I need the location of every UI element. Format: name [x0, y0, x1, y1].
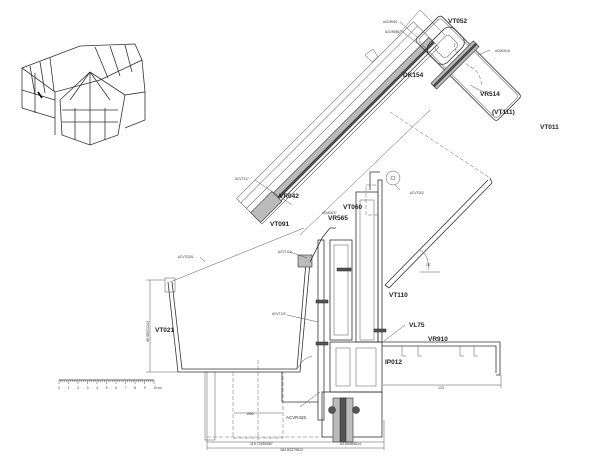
- sill-dimension: 123: [438, 386, 444, 390]
- label-acvt025l: ACVT025L: [178, 255, 194, 259]
- scale-tick-label: 3: [87, 386, 89, 390]
- label-vt011: VT011: [540, 124, 559, 131]
- scale-tick-label: 0: [58, 386, 60, 390]
- label-acmd016: ACMD016: [495, 49, 510, 53]
- scale-tick-label: 2: [77, 386, 79, 390]
- gutter-height-dimension: 95.95072243: [146, 321, 150, 342]
- dimension-c: 64.80069514: [340, 442, 361, 446]
- label-dk154: DK154: [403, 72, 424, 79]
- leader-lines: [199, 21, 491, 408]
- label-vt060: VT060: [343, 204, 363, 211]
- label-acdr086: ACDR086: [385, 30, 400, 34]
- roof-glazing-section: [236, 21, 440, 225]
- label-vt021: VT021: [155, 327, 175, 334]
- part-labels: VT052 ACDR052 ACDR086 ACMD016 DK154 VR51…: [155, 18, 559, 420]
- label-acvr426: ACVR426: [286, 415, 307, 420]
- scale-tick-label: 4: [96, 386, 98, 390]
- scale-tick-label: 9: [144, 386, 146, 390]
- scale-tick-label: 10 cm: [153, 386, 162, 390]
- scale-tick-label: 7: [125, 386, 127, 390]
- label-ip012: IP012: [385, 359, 402, 366]
- label-acvt120: ACVT120: [272, 312, 286, 316]
- label-acvt110: ACVT110: [278, 250, 292, 254]
- label-vr514: VR514: [480, 91, 500, 98]
- scale-tick-label: 8: [134, 386, 136, 390]
- label-acdr052: ACDR052: [383, 20, 398, 24]
- lower-sloped-panel: 25°: [299, 109, 493, 289]
- label-vt052: VT052: [448, 18, 468, 25]
- label-vt111: (VT111): [492, 109, 515, 116]
- bottom-dimensions: 119.72950087 184.53379612 64.80069514 Ø5…: [146, 321, 385, 452]
- label-vr042: VR042: [279, 193, 299, 200]
- scale-tick-label: 6: [115, 386, 117, 390]
- label-vl75: VL75: [409, 322, 425, 329]
- label-acvt317: ACVT317: [235, 177, 249, 181]
- dimension-a: 119.72950087: [250, 442, 273, 446]
- label-vr565: VR565: [328, 215, 348, 222]
- label-acvt002: ACVT002: [410, 191, 424, 195]
- roof-pitch-label: 25°: [426, 263, 432, 267]
- frame-profiles: [309, 170, 401, 443]
- rainwater-outlet: [204, 360, 318, 441]
- label-vt091: VT091: [270, 221, 290, 228]
- label-acmd037: ACMD037: [322, 211, 337, 215]
- scale-tick-label: 1: [68, 386, 70, 390]
- scale-tick-label: 5: [106, 386, 108, 390]
- label-vr910: VR910: [428, 336, 448, 343]
- conservatory-isometric-thumbnail: [21, 43, 146, 146]
- ridge-node-detail: [364, 9, 521, 121]
- dimension-b: 184.53379612: [280, 448, 303, 452]
- scale-bar: 0 1 2 3 4 5 6 7 8 9 10 cm: [58, 379, 162, 390]
- label-vt110: VT110: [389, 292, 408, 299]
- sill-profile: 123: [382, 341, 502, 390]
- outlet-diameter: Ø50: [247, 412, 254, 416]
